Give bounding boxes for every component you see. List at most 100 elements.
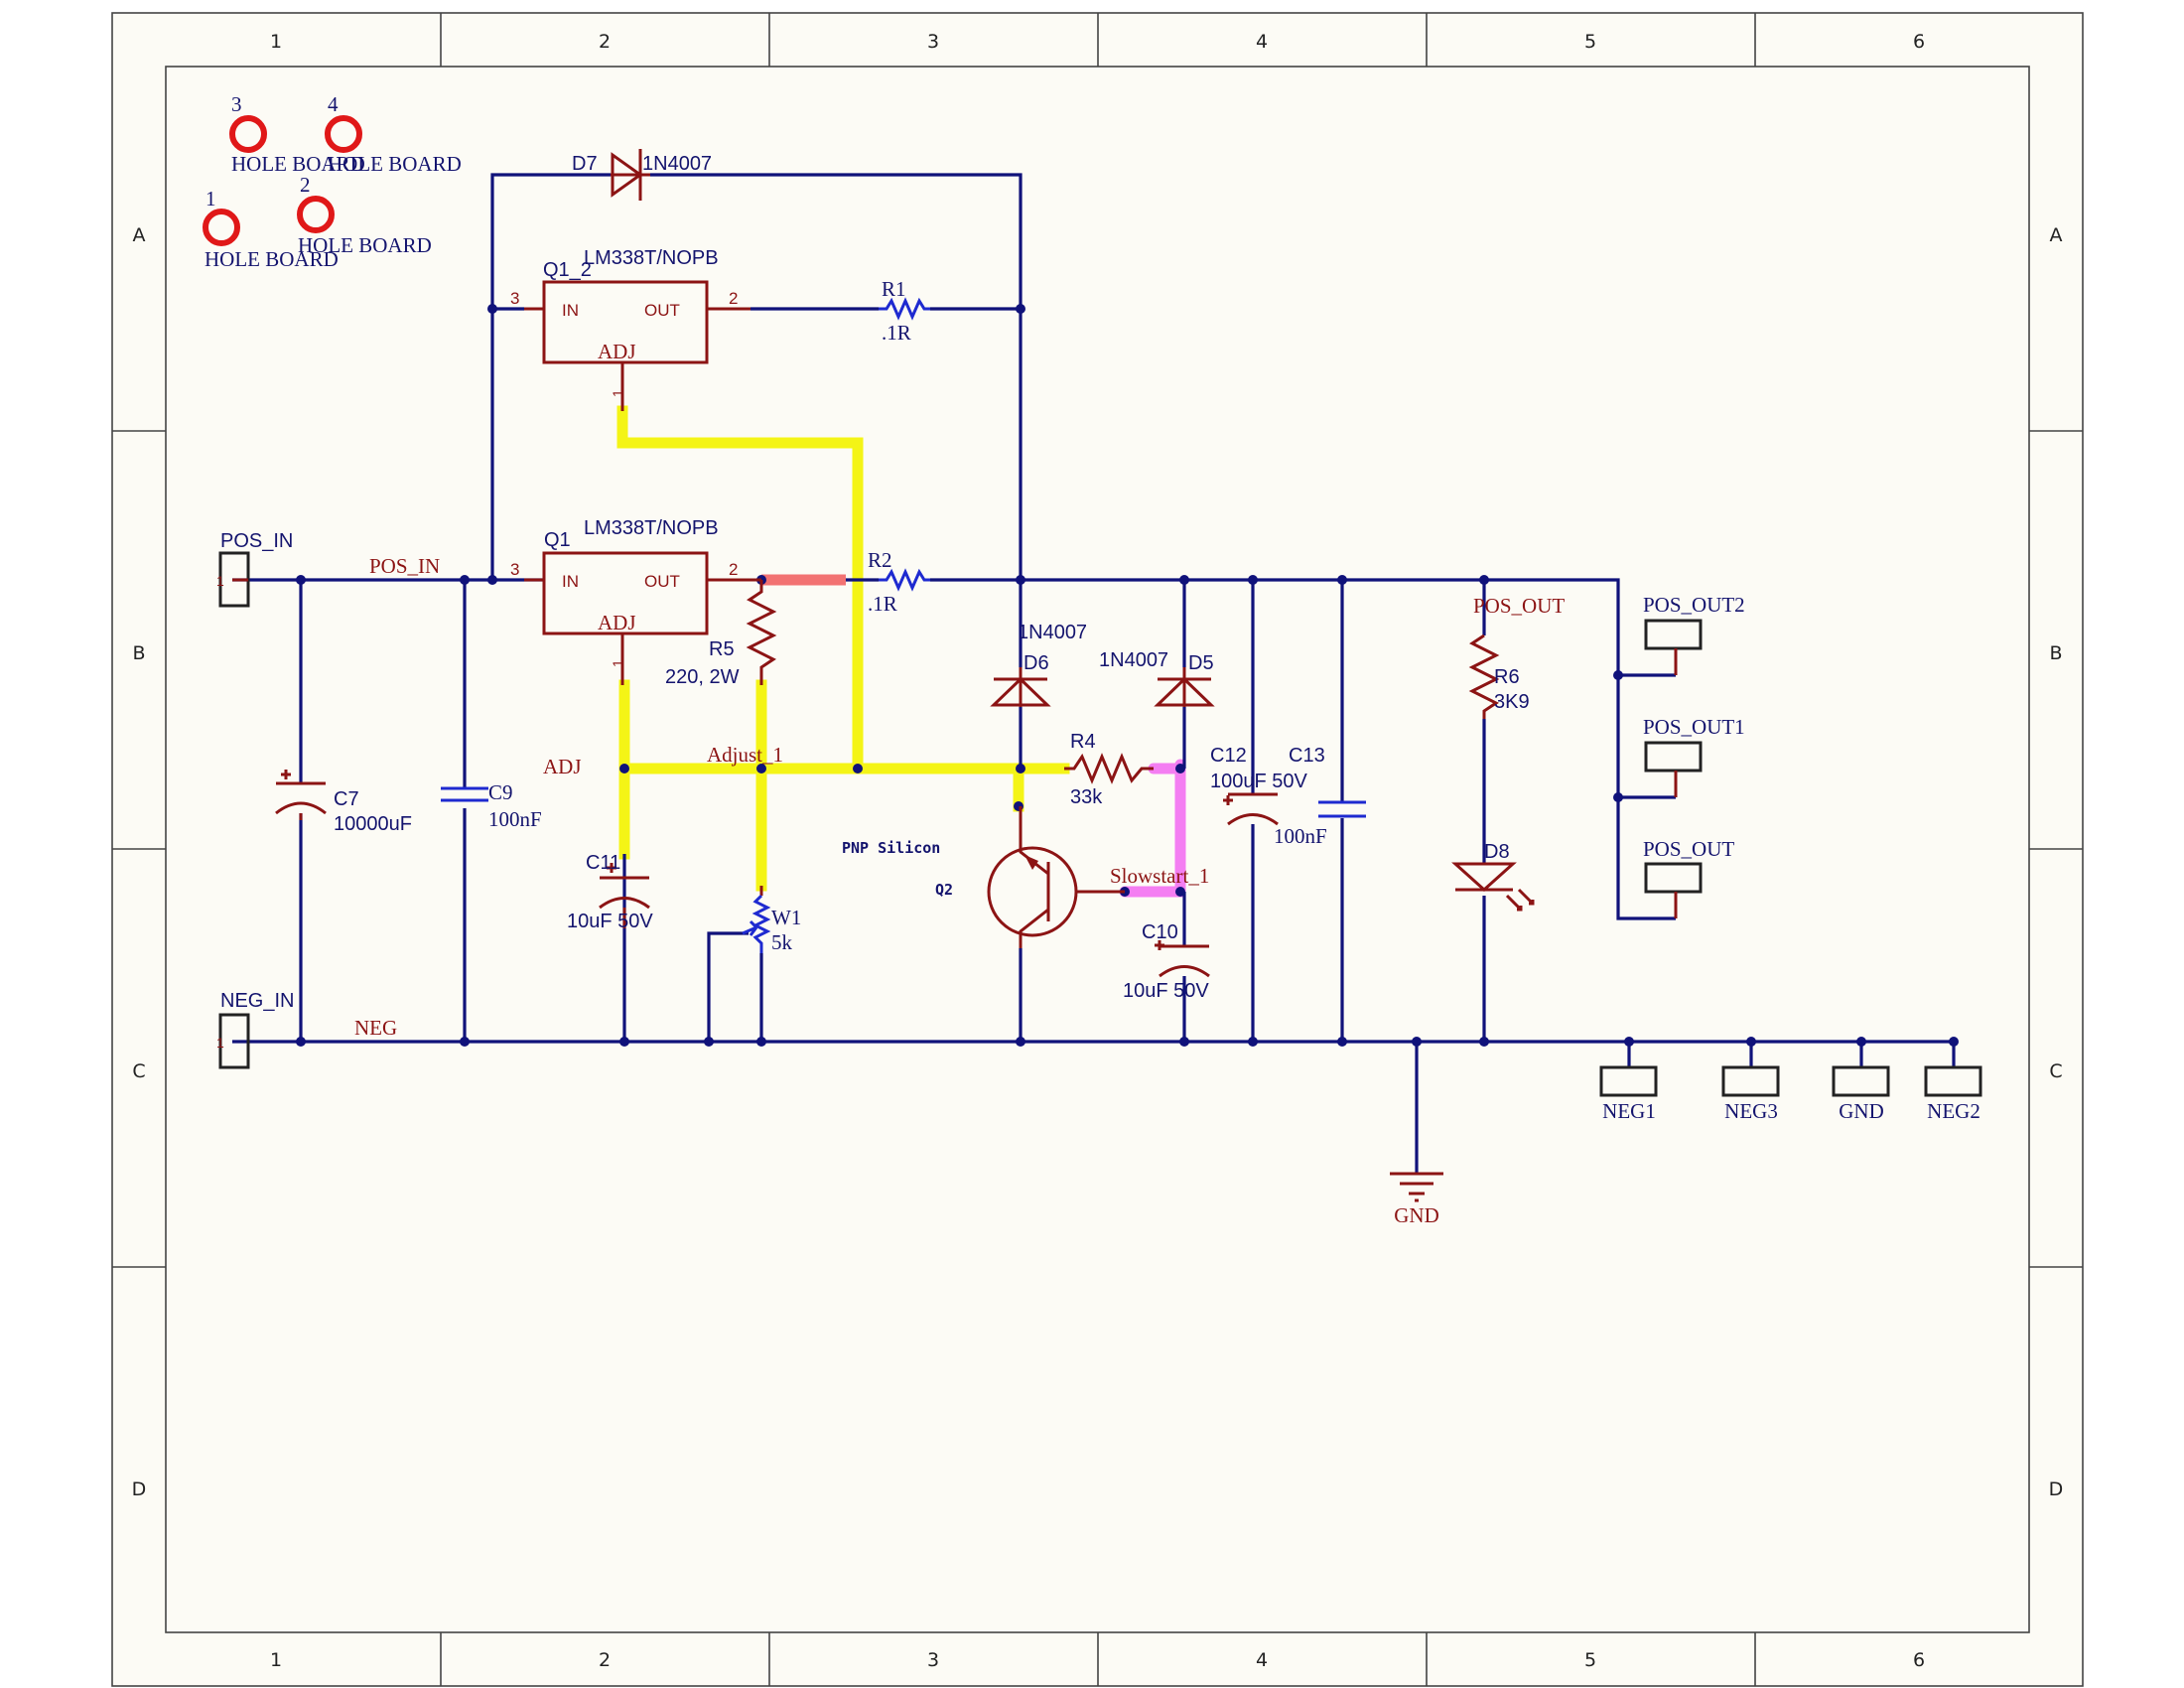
- connector-pos-out2[interactable]: POS_OUT2: [1643, 593, 1745, 675]
- hole-1-label: HOLE BOARD: [205, 247, 339, 271]
- q1-2-designator: Q1_2: [543, 259, 592, 281]
- connector-neg3[interactable]: NEG3: [1721, 1065, 1780, 1123]
- net-label-slowstart: Slowstart_1: [1110, 864, 1209, 888]
- connector-gnd[interactable]: GND: [1832, 1065, 1890, 1123]
- connector-neg1[interactable]: NEG1: [1599, 1065, 1658, 1123]
- q2-emitter-arrow: [1024, 855, 1038, 870]
- c12-plus: [1223, 795, 1233, 805]
- r2-symbol: [879, 568, 930, 592]
- gnd-icon: [1390, 1172, 1443, 1202]
- c12-designator: C12: [1210, 745, 1247, 767]
- net-label-pos-in: POS_IN: [369, 554, 440, 578]
- pos-out1-body: [1644, 741, 1703, 773]
- resistor-r4[interactable]: R4 33k: [1064, 731, 1154, 808]
- connector-pos-in[interactable]: POS_IN 1: [216, 530, 293, 608]
- q2-designator: Q2: [935, 881, 953, 899]
- pos-out-label: POS_OUT: [1643, 837, 1734, 861]
- diode-d7[interactable]: D7 1N4007: [572, 149, 712, 201]
- hole-1-pad: [203, 209, 240, 246]
- capacitor-c10[interactable]: C10 10uF 50V: [1123, 921, 1210, 1002]
- hole-2-number: 2: [300, 173, 311, 197]
- r6-designator: R6: [1494, 666, 1520, 688]
- resistor-r1[interactable]: R1 .1R: [879, 277, 930, 345]
- c9-value: 100nF: [488, 807, 542, 831]
- r5-value: 220, 2W: [665, 666, 740, 688]
- gnd-symbol: GND: [1390, 1172, 1443, 1227]
- zone-col-4-bottom: 4: [1256, 1649, 1268, 1671]
- potentiometer-w1[interactable]: W1 5k: [742, 886, 801, 954]
- c10-plus: [1155, 940, 1164, 950]
- c10-value: 10uF 50V: [1123, 980, 1209, 1002]
- c11-value: 10uF 50V: [567, 911, 653, 932]
- net-label-pos-out: POS_OUT: [1473, 594, 1565, 618]
- pos-out1-label: POS_OUT1: [1643, 715, 1745, 739]
- d5-designator: D5: [1188, 652, 1214, 674]
- connector-pos-out[interactable]: POS_OUT: [1643, 837, 1734, 918]
- q1-designator: Q1: [544, 529, 571, 551]
- c7-plus: [281, 770, 291, 779]
- net-label-adjust: Adjust_1: [707, 743, 783, 767]
- wires: [232, 173, 1956, 1174]
- resistor-r6[interactable]: R6 3K9: [1468, 633, 1530, 719]
- q1-pin1: 1: [610, 659, 625, 667]
- neg1-body: [1599, 1065, 1658, 1097]
- connector-neg-in[interactable]: NEG_IN 1: [216, 990, 294, 1069]
- c7-designator: C7: [334, 788, 359, 810]
- r2-designator: R2: [868, 548, 892, 572]
- hole-4-number: 4: [328, 92, 339, 116]
- zone-row-a-left: A: [133, 224, 146, 246]
- hole-1-number: 1: [205, 187, 216, 211]
- neg1-label: NEG1: [1602, 1099, 1656, 1123]
- resistor-r5[interactable]: R5 220, 2W: [665, 580, 777, 688]
- regulator-q1-2[interactable]: Q1_2 LM338T/NOPB IN OUT ADJ 3 2 1: [510, 247, 751, 411]
- transistor-q2[interactable]: PNP Silicon Q2: [842, 806, 1125, 948]
- neg-in-body: [218, 1013, 250, 1069]
- pos-out2-body: [1644, 619, 1703, 650]
- pos-in-label: POS_IN: [220, 530, 293, 552]
- zone-col-6-bottom: 6: [1913, 1649, 1925, 1671]
- pos-in-pin-number: 1: [216, 573, 224, 589]
- q2-leads: [1019, 806, 1125, 948]
- c11-plus: [607, 863, 616, 873]
- capacitor-c13[interactable]: C13 100nF: [1274, 745, 1366, 848]
- resistor-r2[interactable]: R2 .1R: [868, 548, 930, 616]
- zone-col-2-bottom: 2: [599, 1649, 611, 1671]
- zone-col-3-bottom: 3: [927, 1649, 939, 1671]
- zone-col-1-top: 1: [270, 31, 282, 53]
- capacitor-c11[interactable]: C11 10uF 50V: [567, 852, 653, 932]
- net-label-adj: ADJ: [543, 755, 582, 778]
- q1-2-body: [542, 280, 709, 364]
- d8-symbol: [1451, 862, 1517, 893]
- d8-designator: D8: [1484, 841, 1510, 863]
- hole-2-label: HOLE BOARD: [298, 233, 432, 257]
- capacitor-c7[interactable]: C7 10000uF: [275, 770, 412, 835]
- connector-neg2[interactable]: NEG2: [1924, 1065, 1982, 1123]
- c11-symbol: [599, 876, 650, 928]
- q1-2-pin1: 1: [610, 389, 625, 397]
- zone-col-6-top: 6: [1913, 31, 1925, 53]
- q1-pin3: 3: [510, 560, 519, 579]
- w1-symbol: [751, 894, 771, 953]
- neg-in-pin-number: 1: [216, 1035, 224, 1051]
- r1-value: .1R: [882, 321, 911, 345]
- capacitor-c9[interactable]: C9 100nF: [441, 780, 542, 831]
- c9-symbol: [441, 786, 488, 802]
- capacitor-c12[interactable]: C12 100uF 50V: [1210, 745, 1308, 826]
- diode-d5[interactable]: 1N4007 D5: [1099, 649, 1215, 707]
- d8-light-arrows: [1505, 888, 1535, 912]
- q1-body: [542, 551, 709, 635]
- r1-symbol: [879, 297, 930, 321]
- diode-d6[interactable]: 1N4007 D6: [990, 622, 1087, 707]
- mounting-holes: 3 4 1 2 HOLE BOARD HOLE BOARD HOLE BOARD…: [203, 92, 462, 271]
- q2-type: PNP Silicon: [842, 839, 940, 857]
- led-d8[interactable]: D8: [1451, 841, 1535, 912]
- q1-2-pin2: 2: [729, 289, 738, 308]
- zone-col-4-top: 4: [1256, 31, 1268, 53]
- q1-2-pins: [524, 307, 751, 411]
- connector-pos-out1[interactable]: POS_OUT1: [1643, 715, 1745, 797]
- zone-row-a-right: A: [2050, 224, 2063, 246]
- c7-symbol: [275, 781, 327, 820]
- zone-row-b-left: B: [132, 642, 145, 664]
- regulator-q1[interactable]: Q1 LM338T/NOPB IN OUT ADJ 3 2 1: [510, 517, 761, 685]
- q1-pin2: 2: [729, 560, 738, 579]
